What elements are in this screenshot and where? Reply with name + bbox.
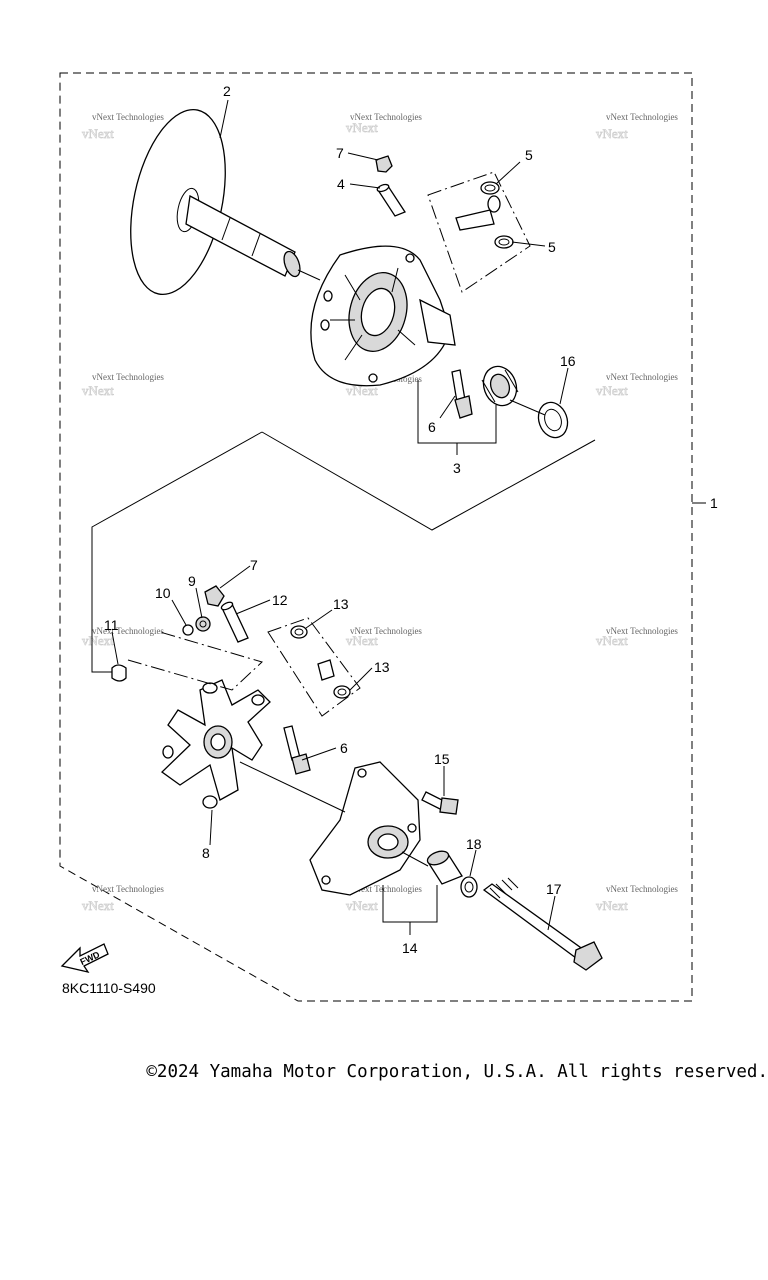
watermark-text: vNext Technologies [606, 112, 678, 122]
cover-plate [309, 761, 421, 896]
fixed-sheave-part-2 [130, 108, 301, 296]
watermark-text: vNext Technologies [350, 626, 422, 636]
svg-text:vNext: vNext [82, 383, 114, 398]
copyright-notice: ©2024 Yamaha Motor Corporation, U.S.A. A… [146, 1062, 768, 1082]
callout-1: 1 [710, 495, 718, 511]
callout-5-bottom: 5 [548, 239, 556, 255]
svg-text:vNext: vNext [82, 898, 114, 913]
bolt-part-17 [482, 877, 603, 971]
watermark-text: vNext Technologies [606, 884, 678, 894]
callout-14: 14 [402, 940, 418, 956]
callout-13-top: 13 [333, 596, 349, 612]
callout-7-bottom: 7 [250, 557, 258, 573]
callout-12: 12 [272, 592, 288, 608]
bolt-part-6-bottom [283, 725, 311, 775]
callout-labels: 1 2 3 4 5 5 6 6 7 7 8 9 10 11 12 13 13 1… [104, 83, 718, 956]
fwd-arrow-icon: FWD [60, 943, 109, 974]
bushing-part-9 [195, 616, 211, 632]
assembly-link-lines [91, 431, 596, 673]
bracket-part-12 [127, 631, 263, 691]
callout-5-top: 5 [525, 147, 533, 163]
bracket-part-5 [427, 171, 531, 293]
watermark-text: vNext Technologies [92, 884, 164, 894]
svg-text:vNext: vNext [346, 633, 378, 648]
spider-part-8 [160, 679, 271, 809]
callout-4: 4 [337, 176, 345, 192]
nut-part-7-bottom [204, 585, 225, 607]
ring-part-10 [182, 624, 194, 636]
callout-13-bottom: 13 [374, 659, 390, 675]
nut-part-7-top [375, 155, 393, 173]
collar-part-12 [220, 601, 249, 643]
collar-part-4 [376, 183, 406, 217]
callout-3: 3 [453, 460, 461, 476]
watermark-text: vNext Technologies [606, 626, 678, 636]
svg-text:vNext: vNext [596, 126, 628, 141]
svg-text:vNext: vNext [82, 126, 114, 141]
callout-7-top: 7 [336, 145, 344, 161]
movable-sheave [310, 245, 456, 387]
callout-16: 16 [560, 353, 576, 369]
callout-17: 17 [546, 881, 562, 897]
callout-8: 8 [202, 845, 210, 861]
watermark-text: vNext Technologies [606, 372, 678, 382]
bearing-part-3 [481, 365, 519, 407]
bolt-part-15 [421, 791, 459, 815]
svg-text:vNext: vNext [346, 898, 378, 913]
callout-9: 9 [188, 573, 196, 589]
watermark-text: vNext Technologies [92, 626, 164, 636]
washer-part-18 [460, 876, 478, 898]
parts-diagram: vNext vNext Technologies vNext vNext Tec… [59, 72, 718, 1002]
spring-parts-5 [455, 181, 514, 249]
assembly-boundary [59, 72, 693, 1002]
callout-6-top: 6 [428, 419, 436, 435]
callout-15: 15 [434, 751, 450, 767]
svg-text:vNext: vNext [346, 120, 378, 135]
watermarks: vNext vNext Technologies vNext vNext Tec… [82, 112, 679, 913]
watermark-text: vNext Technologies [92, 112, 164, 122]
cap-part-11 [111, 664, 127, 682]
leader-lines [111, 99, 569, 931]
watermark-text: vNext Technologies [92, 372, 164, 382]
svg-text:vNext: vNext [82, 633, 114, 648]
watermark-text: vNext Technologies [350, 112, 422, 122]
callout-10: 10 [155, 585, 171, 601]
callout-11: 11 [104, 617, 119, 633]
spring-parts-13 [290, 625, 351, 699]
washer-part-16 [537, 401, 569, 439]
diagram-code: 8KC1110-S490 [62, 980, 156, 996]
watermark-text: vNext Technologies [350, 884, 422, 894]
bracket-part-13 [267, 617, 361, 717]
callout-2: 2 [223, 83, 231, 99]
svg-text:vNext: vNext [596, 633, 628, 648]
collar-part-14 [426, 850, 463, 885]
callout-6-bottom: 6 [340, 740, 348, 756]
svg-text:vNext: vNext [596, 383, 628, 398]
callout-18: 18 [466, 836, 482, 852]
svg-text:vNext: vNext [596, 898, 628, 913]
svg-text:vNext: vNext [346, 383, 378, 398]
bolt-part-6-top [451, 369, 473, 419]
